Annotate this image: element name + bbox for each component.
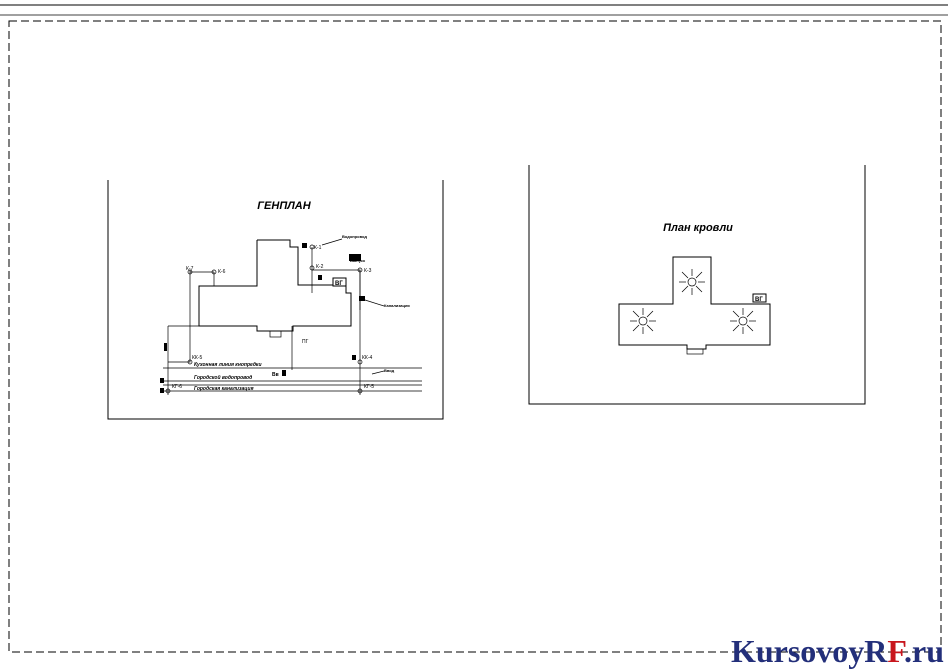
leader-note: Ввод: [384, 368, 395, 373]
dashed-frame: [8, 20, 942, 653]
well-label: К-6: [218, 269, 226, 275]
street-label: Городская канализация: [194, 386, 254, 392]
leader-note: Канализация: [384, 303, 410, 308]
roof-title: План кровли: [663, 222, 733, 234]
roof-marker: ВГ: [755, 297, 763, 303]
genplan-title: ГЕНПЛАН: [257, 200, 311, 212]
well-label: К-7: [186, 266, 194, 272]
building-outline: [198, 239, 352, 332]
street-label: Городской водопровод: [194, 374, 252, 381]
well-label: К-2: [316, 264, 324, 270]
roof-frame: План кровли ВГ: [528, 165, 866, 405]
well-label: К-3: [364, 268, 372, 274]
marker-label: ПГ: [302, 339, 309, 345]
roof-drain-icon: [730, 308, 756, 334]
watermark-logo: KursovoyRF.ru: [730, 633, 944, 669]
roof-outline: [618, 256, 771, 350]
marker-label: ВГ: [335, 281, 343, 287]
well-label: КГ-5: [364, 384, 374, 390]
marker-label: Вв: [272, 372, 279, 378]
well-label: К-1: [314, 245, 322, 251]
genplan-frame: ГЕНПЛАН: [107, 180, 444, 420]
roof-drain-icon: [679, 269, 705, 295]
street-label: Кухонная линия кнопредки: [194, 362, 262, 368]
roof-drain-icon: [630, 308, 656, 334]
well-label: КГ-6: [172, 384, 182, 390]
leader-note: Выпуск: [350, 258, 365, 263]
well-label: КК-4: [362, 355, 372, 361]
leader-note: Водопровод: [342, 234, 367, 239]
well-label: КК-5: [192, 355, 202, 361]
